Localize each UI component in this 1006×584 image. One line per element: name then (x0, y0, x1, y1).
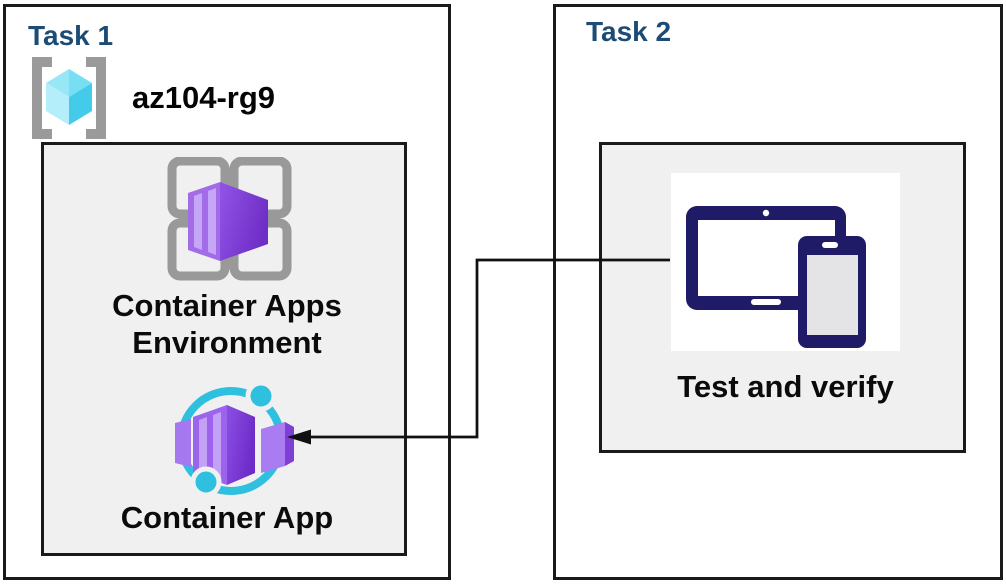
container-app-label: Container App (120, 500, 334, 535)
resource-group-name: az104-rg9 (132, 80, 276, 115)
container-apps-environment-icon (167, 157, 292, 281)
devices-icon (686, 206, 866, 348)
task2-title: Task 2 (586, 16, 672, 47)
container-app-icon (175, 380, 294, 498)
verify-label: Test and verify (677, 369, 894, 404)
devices-panel (671, 173, 900, 351)
task1-title: Task 1 (28, 20, 114, 51)
task2-inner-panel: Test and verify (599, 142, 966, 453)
resource-group-row: az104-rg9 (26, 55, 275, 141)
resource-group-icon (32, 57, 106, 139)
task1-inner-panel: Container Apps Environment Container App (41, 142, 407, 556)
environment-label: Container Apps Environment (112, 288, 342, 360)
